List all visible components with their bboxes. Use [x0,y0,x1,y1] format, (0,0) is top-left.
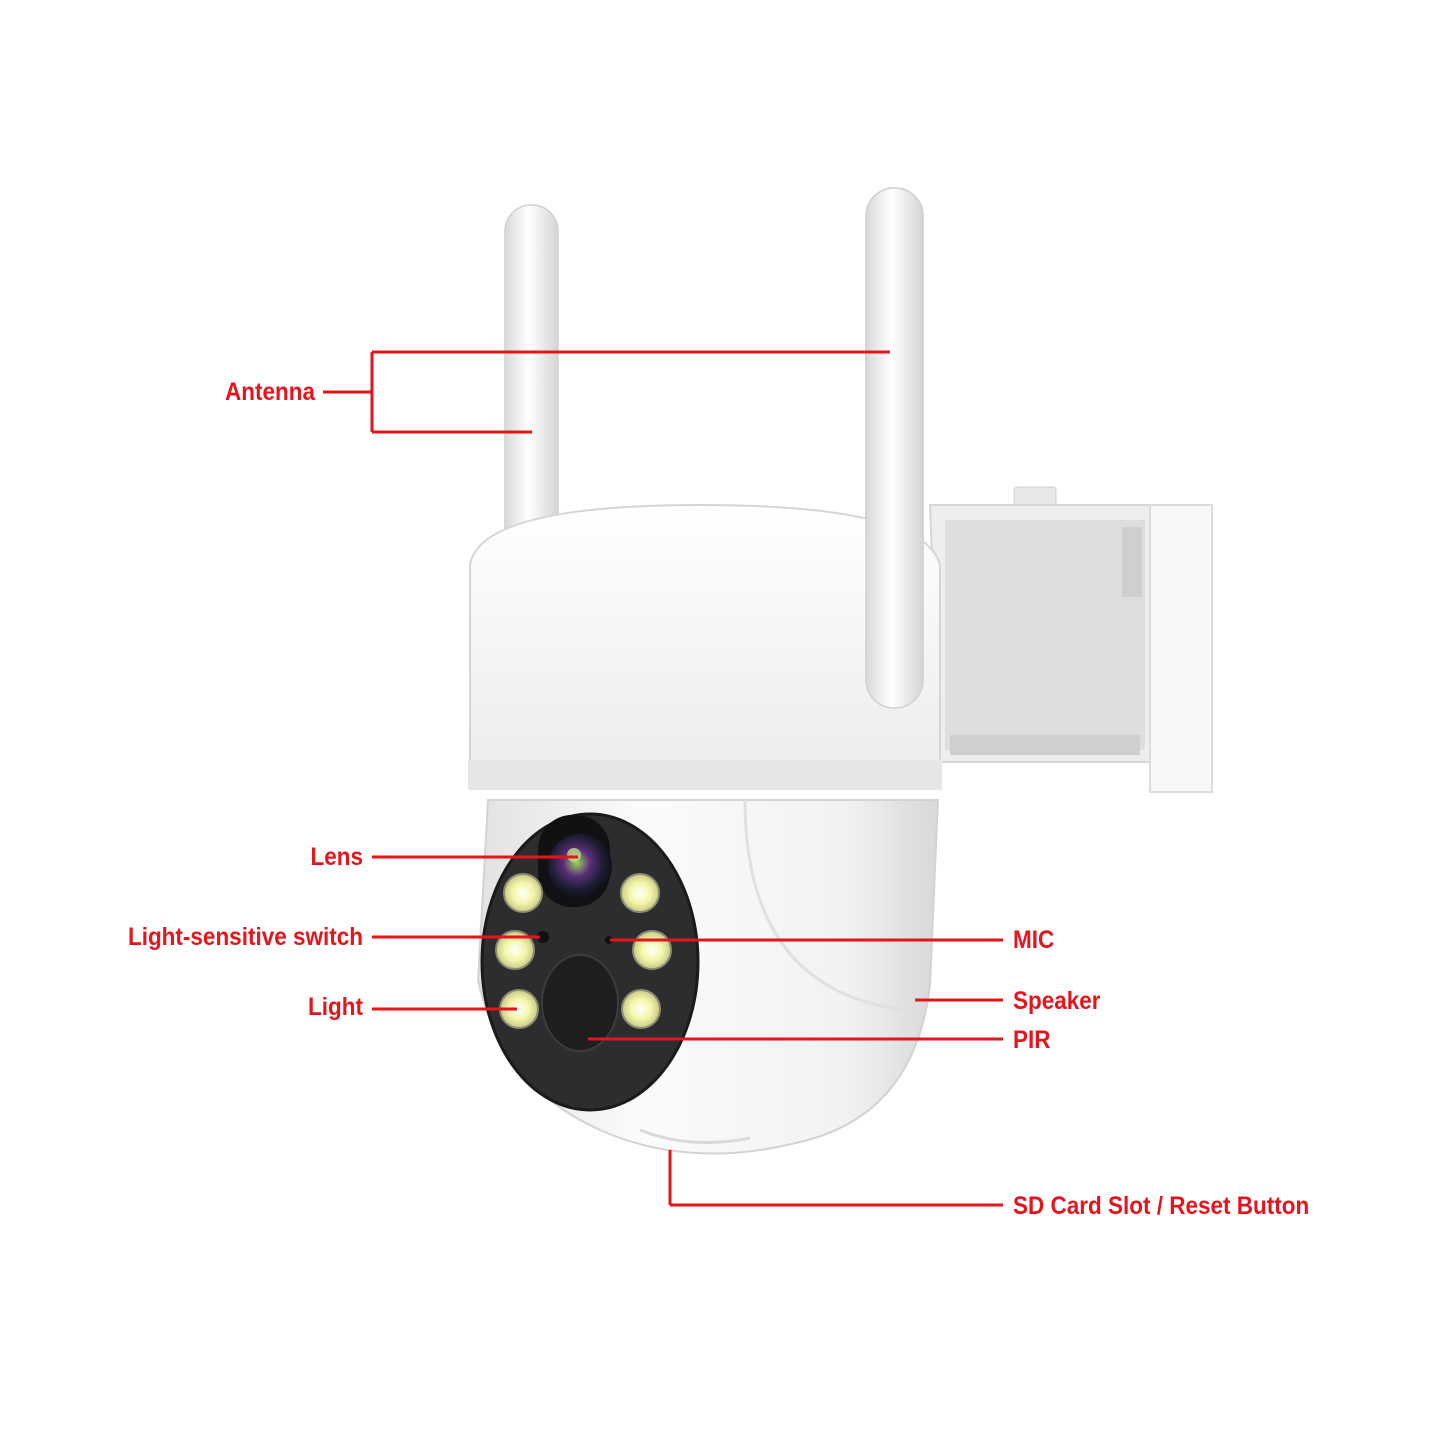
label-sd-card-slot: SD Card Slot / Reset Button [1013,1192,1310,1220]
label-light-sensitive-switch: Light-sensitive switch [127,923,363,951]
light-sensor [537,931,549,943]
label-pir: PIR [1013,1026,1051,1054]
label-light: Light [308,993,363,1021]
wall-mount-bracket [928,486,1213,793]
callout-lines [323,350,1003,1207]
lens [538,815,612,907]
label-antenna: Antenna [225,378,315,406]
pir-sensor [541,954,619,1052]
label-mic: MIC [1013,926,1055,954]
label-speaker: Speaker [1013,987,1101,1015]
camera-top-housing [468,503,942,790]
mic-hole [605,936,613,944]
label-lens: Lens [310,843,363,871]
